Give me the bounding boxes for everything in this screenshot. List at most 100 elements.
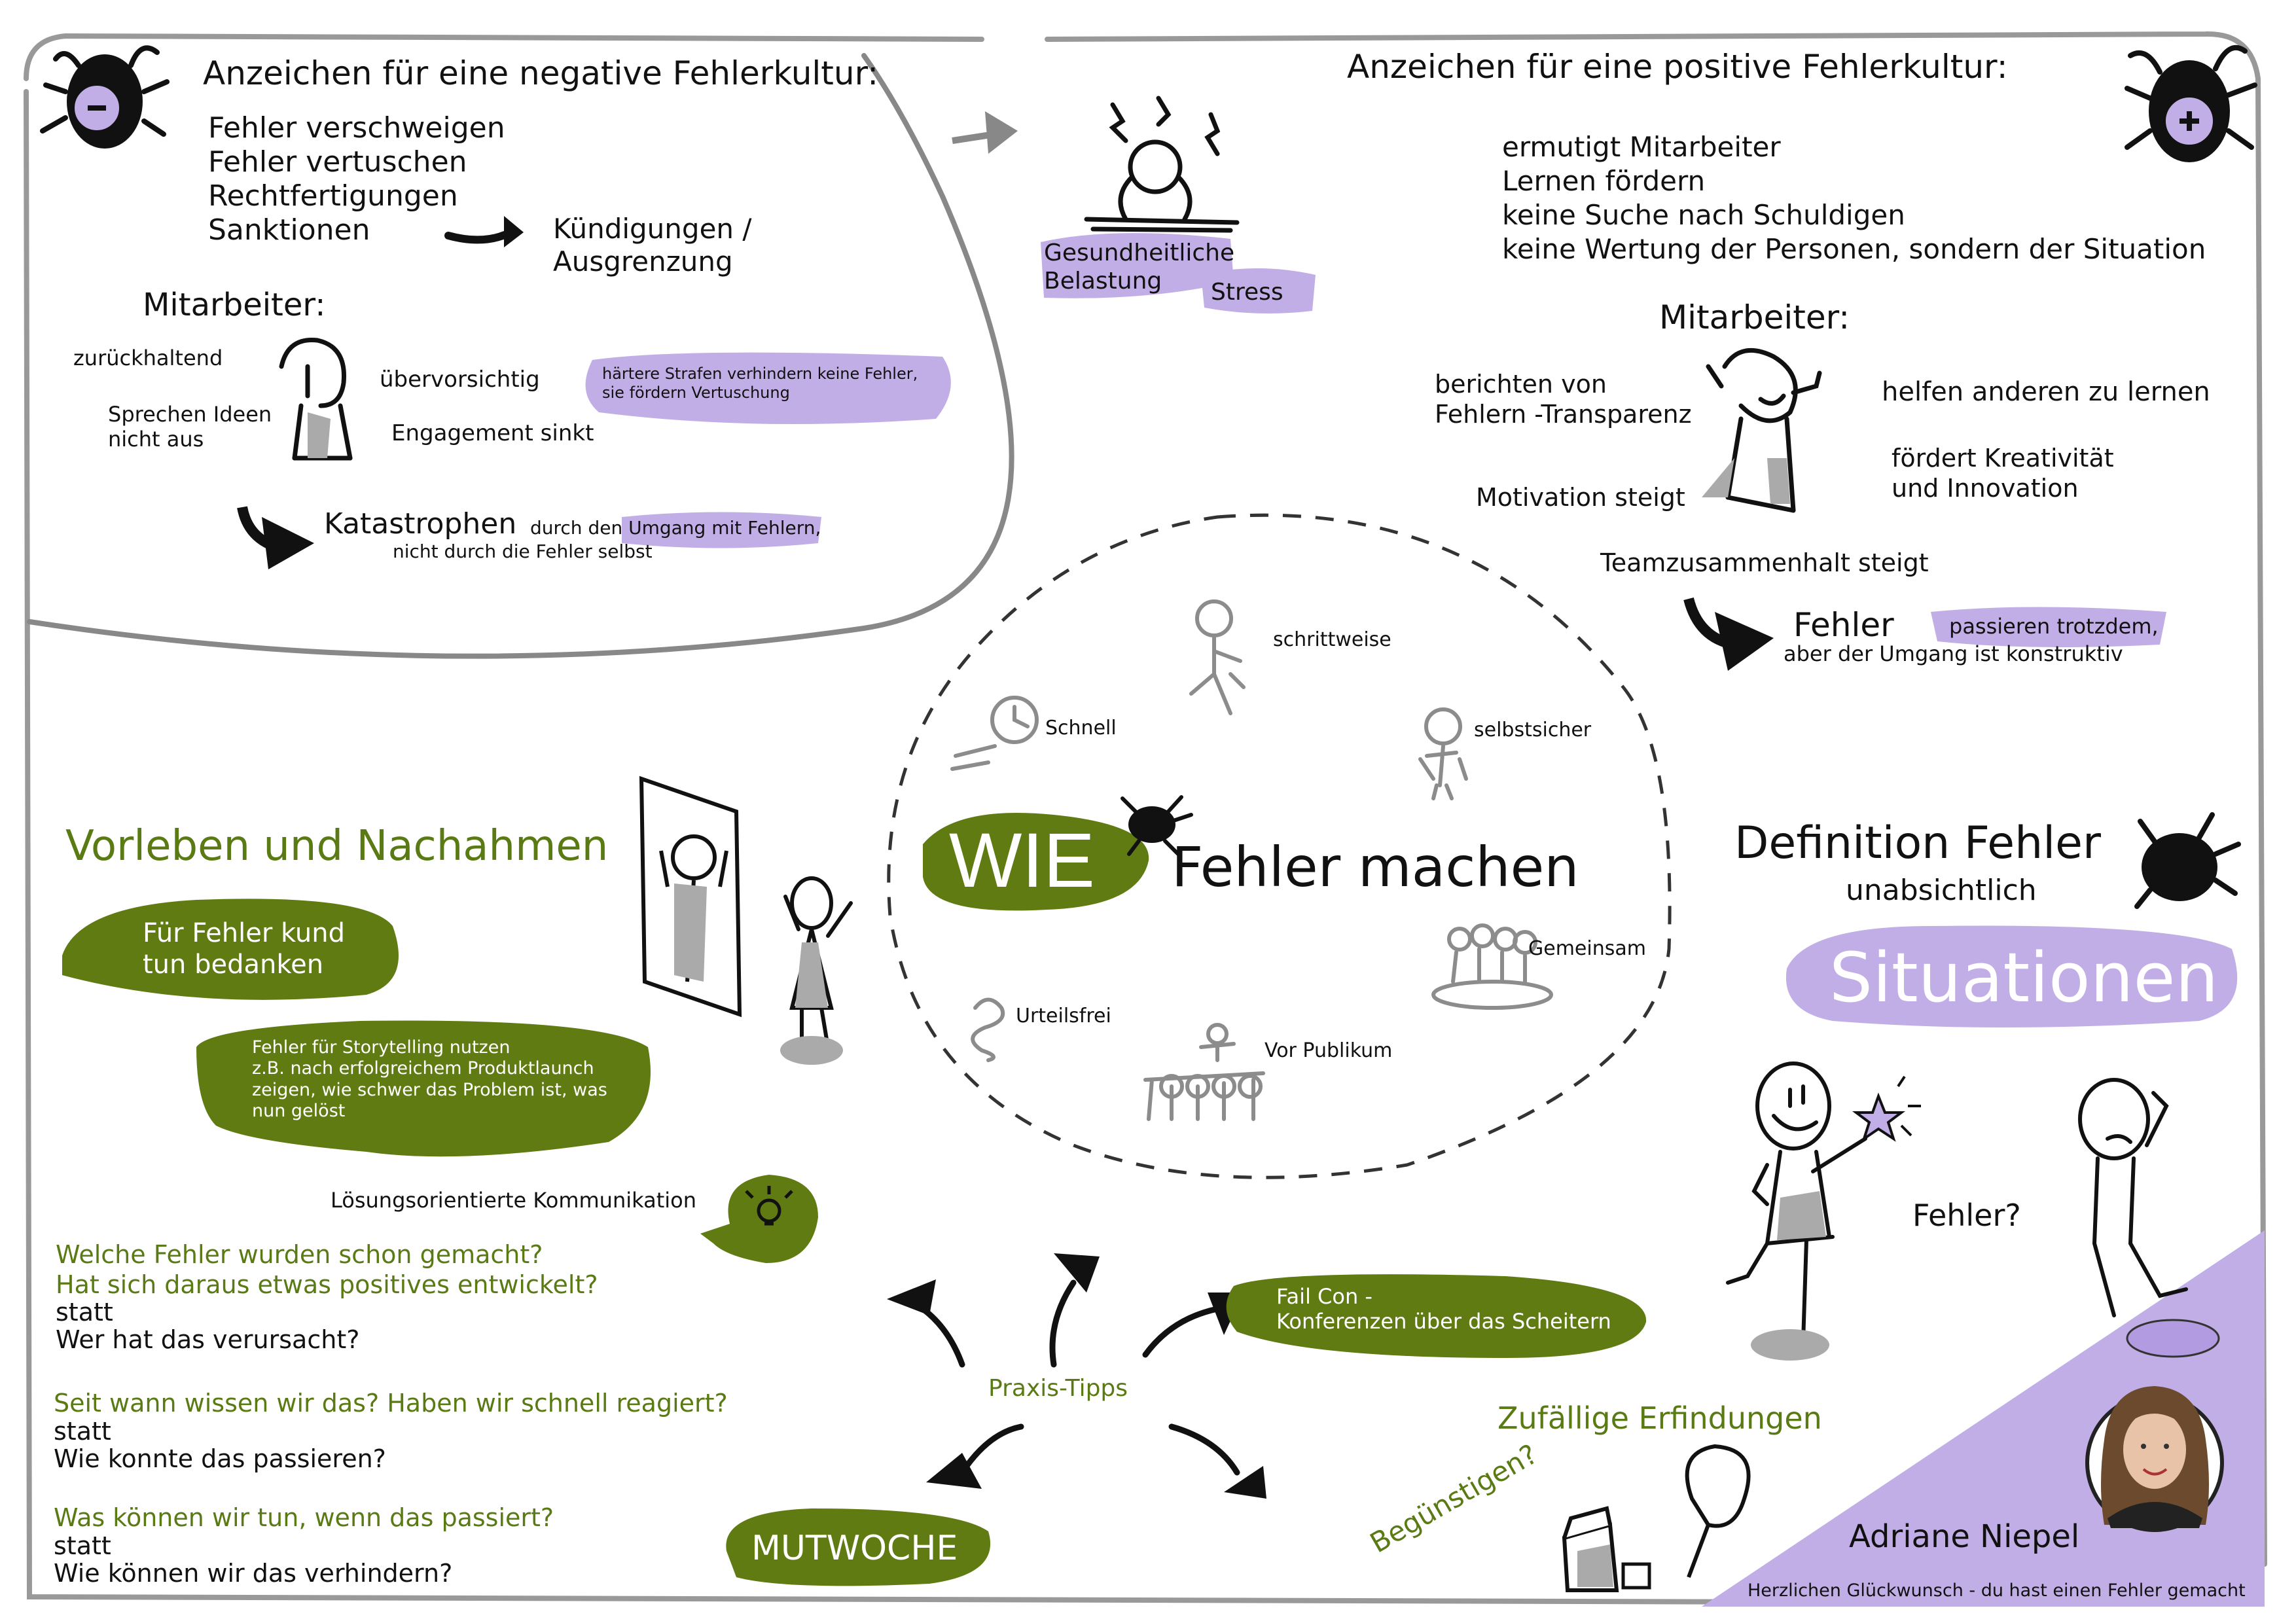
warning-bubble (585, 352, 951, 424)
page-frame (24, 31, 2267, 1567)
question-good: Welche Fehler wurden schon gemacht? Hat … (56, 1240, 598, 1299)
wie-blob (923, 813, 1149, 911)
trait-text: helfen anderen zu lernen (1882, 377, 2210, 407)
negative-item: Sanktionen (208, 213, 370, 247)
kommunikation-label: Lösungsorientierte Kommunikation (331, 1188, 696, 1213)
question-good: Was können wir tun, wenn das passiert? (54, 1503, 554, 1532)
stressed-person-icon (1084, 96, 1240, 233)
star-icon (1852, 1075, 1921, 1142)
trait-text: fördert Kreativität und Innovation (1892, 444, 2114, 503)
positive-title: Anzeichen für eine positive Fehlerkultur… (1347, 48, 2008, 86)
author-name: Adriane Niepel (1849, 1518, 2080, 1555)
bug-plus-icon (2125, 45, 2257, 162)
trotzdem-highlight (1931, 607, 2166, 647)
storytelling-bubble-text: Fehler für Storytelling nutzen z.B. nach… (252, 1037, 607, 1122)
fehler-text: passieren trotzdem, (1949, 614, 2159, 639)
negative-region-outline (27, 53, 1014, 659)
negative-item: Rechtfertigungen (208, 179, 458, 213)
health-label: Gesundheitliche Belastung (1044, 240, 1235, 295)
definition-title: Definition Fehler (1734, 817, 2101, 869)
positive-item: keine Suche nach Schuldigen (1502, 199, 1905, 231)
question-statt: statt (56, 1298, 113, 1327)
wie-label: WIE (949, 817, 1095, 904)
positive-mitarbeiter-heading: Mitarbeiter: (1659, 298, 1850, 336)
question-icon (971, 997, 1005, 1062)
dancing-person-icon (1726, 1061, 1867, 1344)
shadow (780, 1036, 843, 1065)
positive-item: Lernen fördern (1502, 165, 1706, 197)
warning-bubble-text: härtere Strafen verhindern keine Fehler,… (602, 365, 918, 402)
avatar (2085, 1386, 2224, 1532)
center-label: selbstsicher (1474, 719, 1592, 741)
trait-text: Teamzusammenhalt steigt (1600, 548, 1929, 577)
shadow (2126, 1319, 2220, 1358)
failcon-label: Fail Con - Konferenzen über das Scheiter… (1276, 1284, 1611, 1334)
ice-cream-icon (1685, 1444, 1751, 1578)
inventions-title: Zufällige Erfindungen (1498, 1400, 1822, 1436)
center-label: Gemeinsam (1528, 937, 1646, 960)
fehler-question: Fehler? (1912, 1198, 2021, 1233)
stress-blob (1201, 268, 1316, 313)
trait-text: Motivation steigt (1476, 483, 1685, 512)
center-label: Vor Publikum (1265, 1039, 1393, 1062)
bug-minus-icon (40, 45, 170, 149)
mutwoche-label: MUTWOCHE (751, 1529, 958, 1568)
walking-person-icon (1189, 599, 1246, 715)
fehler-label: Fehler (1793, 606, 1894, 644)
situationen-label: Situationen (1829, 938, 2219, 1018)
page-frame-bottom (24, 89, 2241, 1606)
fehler-text: aber der Umgang ist konstruktiv (1784, 641, 2123, 666)
situationen-blob (1785, 925, 2238, 1027)
question-statt: statt (54, 1417, 111, 1446)
praxis-label: Praxis-Tipps (988, 1375, 1128, 1402)
stress-label: Stress (1211, 279, 1283, 306)
consequence-text: Kündigungen / Ausgrenzung (553, 213, 752, 278)
vorleben-title: Vorleben und Nachahmen (65, 822, 609, 870)
center-label: schrittweise (1273, 628, 1391, 651)
shadow (1751, 1329, 1829, 1361)
positive-item: ermutigt Mitarbeiter (1502, 131, 1781, 163)
katastrophen-text: durch den Umgang mit Fehlern, (530, 517, 821, 539)
failcon-blob (1226, 1274, 1647, 1358)
positive-item: keine Wertung der Personen, sondern der … (1502, 233, 2206, 265)
group-icon (1431, 923, 1553, 1010)
negative-item: Fehler verschweigen (208, 111, 505, 145)
center-dashed-circle (887, 513, 1672, 1179)
bug-icon (2134, 812, 2241, 909)
negative-item: Fehler vertuschen (208, 145, 467, 179)
question-bad: Wer hat das verursacht? (56, 1325, 360, 1354)
confused-person-icon (2078, 1078, 2188, 1317)
trait-text: Engagement sinkt (391, 420, 594, 446)
audience-icon (1143, 1023, 1265, 1121)
negative-title: Anzeichen für eine negative Fehlerkultur… (203, 54, 879, 92)
lightbulb-icon (745, 1186, 793, 1226)
umgang-highlight (622, 512, 821, 548)
katastrophen-text: nicht durch die Fehler selbst (393, 541, 653, 562)
question-bad: Wie können wir das verhindern? (54, 1559, 453, 1588)
clock-icon (950, 696, 1039, 771)
thanks-bubble (62, 899, 399, 1000)
center-label: Schnell (1045, 717, 1117, 740)
thanks-bubble-text: Für Fehler kund tun bedanken (143, 918, 346, 980)
reserved-person-icon (279, 338, 353, 461)
bug-icon (1121, 795, 1193, 856)
center-label: Urteilsfrei (1016, 1005, 1111, 1027)
trait-text: übervorsichtig (380, 366, 540, 393)
question-statt: statt (54, 1531, 111, 1560)
definition-sub: unabsichtlich (1846, 874, 2037, 907)
question-good: Seit wann wissen wir das? Haben wir schn… (54, 1389, 728, 1418)
center-title: Fehler machen (1172, 835, 1579, 899)
question-bad: Wie konnte das passieren? (54, 1444, 386, 1473)
confident-person-icon (1418, 707, 1468, 800)
trait-text: Sprechen Ideen nicht aus (108, 402, 272, 452)
footer-text: Herzlichen Glückwunsch - du hast einen F… (1748, 1580, 2246, 1601)
storytelling-bubble (196, 1020, 651, 1157)
mutwoche-blob (726, 1508, 991, 1586)
health-blob (1041, 233, 1234, 298)
katastrophen-label: Katastrophen (324, 507, 517, 541)
trait-text: zurückhaltend (73, 346, 223, 370)
trait-text: berichten von Fehlern -Transparenz (1435, 370, 1692, 429)
lightbulb-bubble (700, 1175, 818, 1263)
negative-mitarbeiter-heading: Mitarbeiter: (143, 287, 326, 323)
